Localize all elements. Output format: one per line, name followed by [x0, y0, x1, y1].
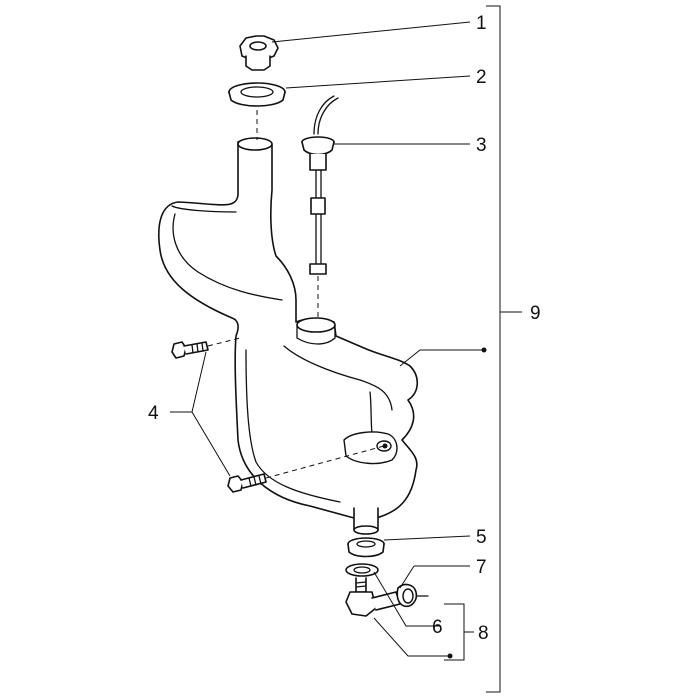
callout-1: 1 [476, 13, 487, 34]
mounting-bolt-upper [171, 341, 209, 359]
callout-2: 2 [476, 67, 487, 88]
tank-cap [239, 35, 279, 71]
sealing-washer [345, 563, 379, 577]
callout-9: 9 [530, 303, 541, 324]
tap-knob [396, 583, 429, 608]
reference-dot-tap [447, 653, 453, 659]
callout-8: 8 [478, 623, 489, 644]
callout-numbers: 1 2 3 4 5 6 7 8 9 [148, 13, 541, 644]
fuel-level-sender [301, 95, 339, 275]
callout-4: 4 [148, 403, 159, 424]
reference-dot-tank [481, 347, 487, 353]
callout-3: 3 [476, 135, 487, 156]
fuel-tank [158, 137, 419, 535]
fuel-tap [345, 577, 401, 617]
hose-clamp [347, 537, 385, 558]
mounting-bolt-lower [227, 473, 267, 493]
cap-gasket [228, 82, 286, 107]
callout-7: 7 [476, 557, 487, 578]
callout-5: 5 [476, 527, 487, 548]
leader-lines [170, 5, 522, 693]
callout-6: 6 [432, 617, 443, 638]
